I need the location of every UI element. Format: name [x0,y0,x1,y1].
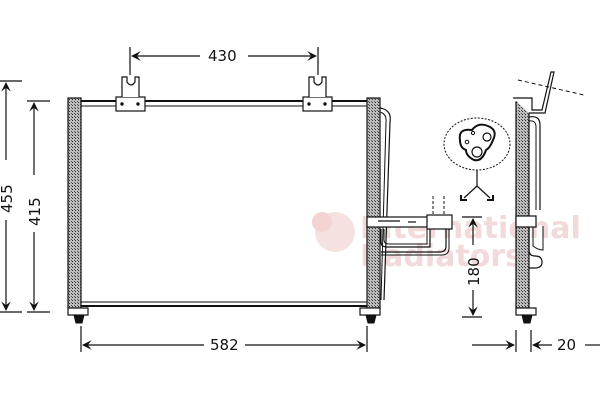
connector-detail [443,117,511,201]
front-view [67,76,453,324]
dim-20-label: 20 [557,336,576,354]
right-tank [366,97,381,309]
left-tank [67,97,82,309]
side-view [513,71,585,324]
dim-430-label: 430 [208,47,237,65]
dim-455-label: 455 [0,184,16,213]
dimension-lines [0,47,600,352]
dim-415-label: 415 [26,197,44,226]
dim-582-label: 582 [210,336,239,354]
watermark-line2: Radiators [360,239,523,274]
top-bracket-left [115,76,146,112]
top-bracket-right [302,76,333,112]
dim-180-label: 180 [465,257,483,286]
